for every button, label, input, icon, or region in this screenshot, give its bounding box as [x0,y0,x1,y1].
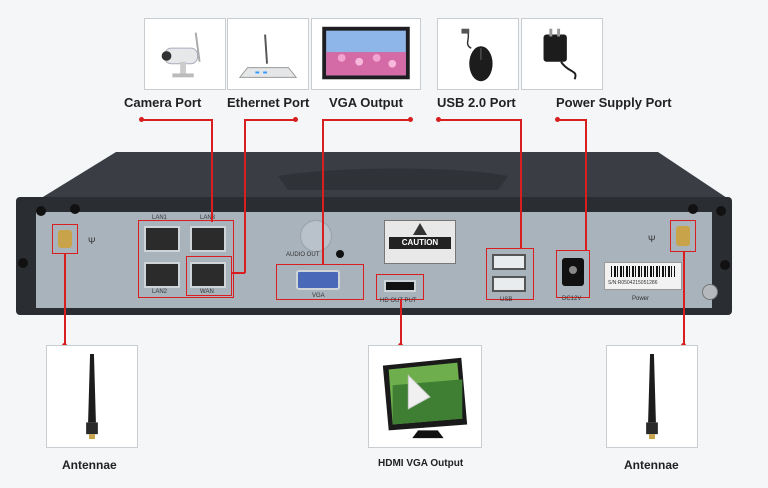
antenna-icon [47,346,137,447]
audio-out-label: AUDIO OUT [286,252,320,258]
vga-panel-label: VGA [312,293,325,299]
screw-icon [70,204,80,214]
camera-port-label: Camera Port [124,95,202,110]
screw-icon [688,204,698,214]
hdmi-monitor-box [368,345,482,448]
hdmi-port [384,280,416,292]
usb-port-2 [492,276,526,292]
lan2-port [144,262,180,288]
mouse-icon [438,19,518,89]
monitor-thumbnail [311,18,421,90]
vga-port [296,270,340,290]
power-adapter-icon [522,19,602,89]
router-thumbnail [227,18,309,90]
lan2-label: LAN2 [152,289,168,295]
antenna-right-label: Antennae [624,458,679,472]
usb-port-1 [492,254,526,270]
usb-panel-label: USB [500,297,513,303]
audio-out-jack [336,250,344,258]
power-panel-label: Power [632,296,650,302]
hdmi-vga-output-label: HDMI VGA Output [378,458,464,469]
dc-highlight [556,250,590,298]
screw-icon [716,206,726,216]
lan3-port [190,226,226,252]
camera-icon [145,19,225,89]
dc-pin [569,266,577,274]
device-top [38,152,730,200]
caution-sticker: CAUTION [384,220,456,264]
lan1-port [144,226,180,252]
antenna-connector-right [676,226,690,246]
vga-highlight [276,264,364,300]
audio-out-knob [300,220,332,252]
antenna-right-highlight [670,220,696,252]
wifi-symbol-icon: Ψ [648,234,656,244]
hdmi-monitor-icon [369,346,481,447]
warning-icon [413,223,427,235]
antenna-left-label: Antennae [62,458,117,472]
screw-icon [36,206,46,216]
hdmi-panel-label: HD OUT PUT [380,298,417,304]
dc-panel-label: DC12V [562,296,582,302]
ethernet-port-label: Ethernet Port [227,95,310,110]
serial-sticker: S/N:R0504215051286 [604,262,682,290]
ground-terminal [702,284,718,300]
hdmi-highlight [376,274,424,300]
camera-thumbnail [144,18,226,90]
usb-highlight [486,248,534,300]
antenna-left-highlight [52,224,78,254]
power-adapter-thumbnail [521,18,603,90]
lan1-label: LAN1 [152,215,168,221]
caution-label: CAUTION [389,237,451,249]
serial-number: S/N:R0504215051286 [608,280,658,286]
usb-port-label: USB 2.0 Port [437,95,516,110]
router-icon [228,19,308,89]
antenna-right-box [606,345,698,448]
vga-output-label: VGA Output [329,95,403,110]
lan-ports-highlight [138,220,234,298]
lan3-label: LAN3 [200,215,216,221]
wan-port-highlight [186,256,232,296]
wan-port [190,262,226,288]
screw-icon [720,260,730,270]
antenna-left-box [46,345,138,448]
barcode-icon [611,266,675,277]
screw-icon [18,258,28,268]
power-supply-port-label: Power Supply Port [556,95,672,110]
wan-label: WAN [200,289,214,295]
wifi-symbol-icon: Ψ [88,236,96,246]
antenna-connector-left [58,230,72,248]
mouse-thumbnail [437,18,519,90]
antenna-icon [607,346,697,447]
monitor-icon [312,19,420,89]
